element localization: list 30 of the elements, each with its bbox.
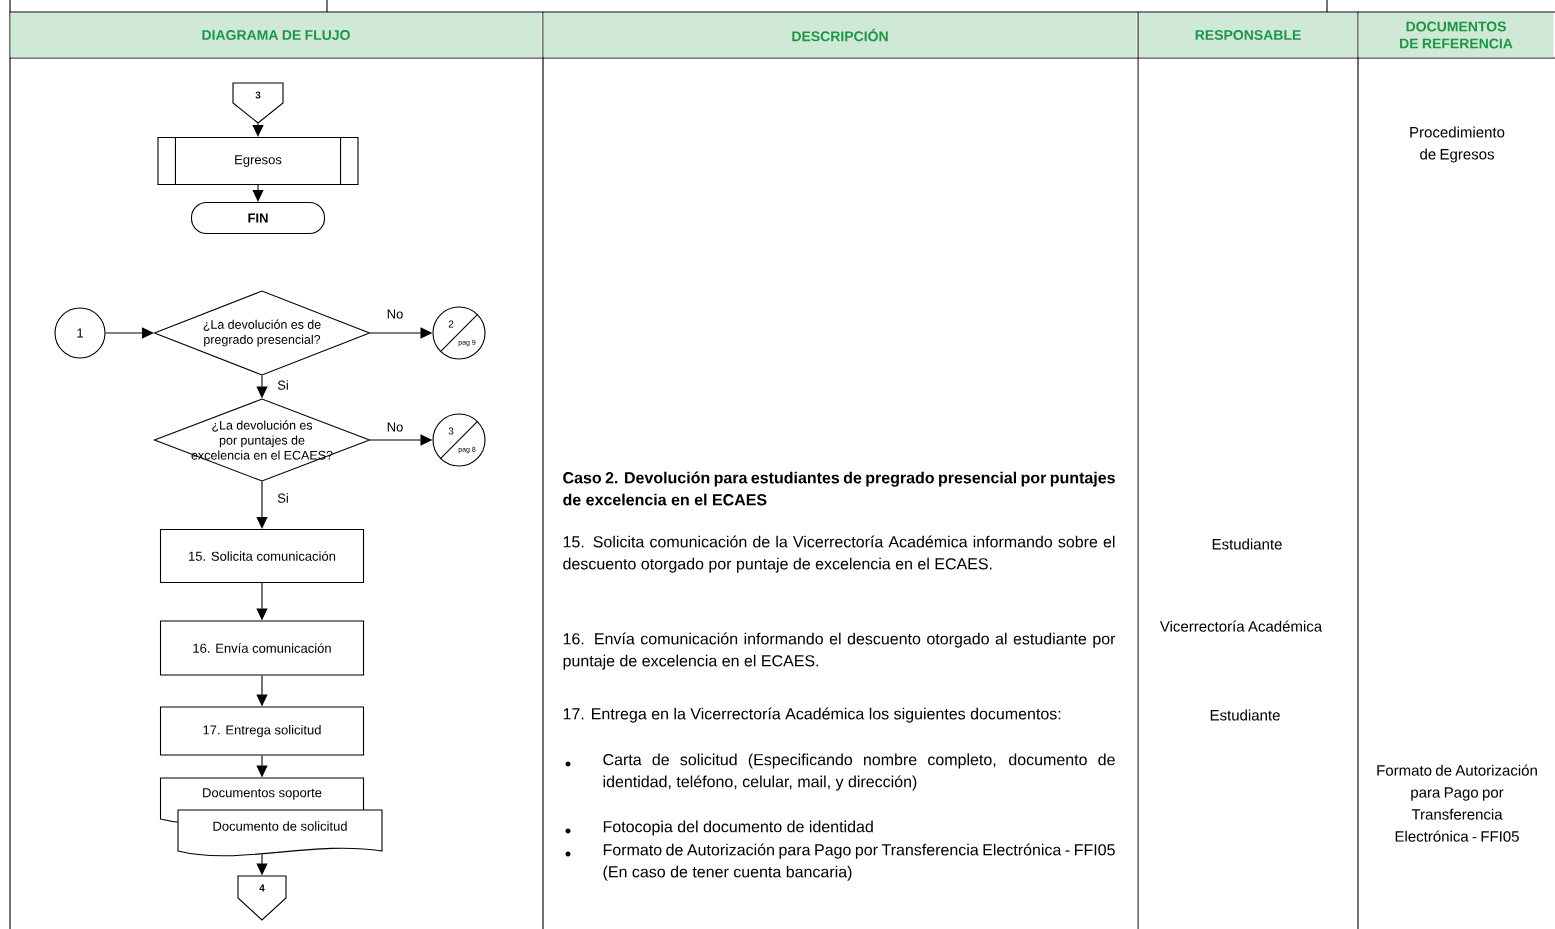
arrow bbox=[252, 184, 264, 202]
cell-text: Estudiante bbox=[1212, 538, 1282, 550]
column-header: DESCRIPCIÓN bbox=[543, 13, 1137, 57]
bullet-text: Fotocopia del documento de identidad bbox=[603, 820, 873, 836]
process-box: 15. Solicita comunicación bbox=[159, 528, 365, 584]
edge-label: No bbox=[387, 309, 403, 319]
edge-label: Si bbox=[277, 493, 288, 503]
off-page-connector: 3 bbox=[232, 82, 284, 124]
edge-label: Si bbox=[277, 380, 288, 390]
description-text: Caso 2. Devolución para estudiantes de pregrado presencial por puntajes de excelencia en el ECAES bbox=[563, 471, 1115, 506]
off-page-connector: 4 bbox=[237, 875, 287, 921]
process-box: 16. Envía comunicación bbox=[159, 620, 365, 676]
cell-text: Procedimiento de Egresos bbox=[1410, 126, 1505, 163]
bullet-text: Carta de solicitud (Especificando nombre completo, documento de identidad, teléfono, celular, mail, y dirección) bbox=[603, 753, 1115, 791]
arrow bbox=[252, 123, 264, 137]
subprocess-box: Egresos bbox=[157, 136, 359, 186]
arrow bbox=[105, 327, 154, 339]
process-box: 17. Entrega solicitud bbox=[159, 706, 365, 756]
description-text: 16. Envía comunicación informando el descuento otorgado al estudiante por puntaje de excelencia en el ECAES. bbox=[563, 632, 1116, 670]
bullet-text: Formato de Autorización para Pago por Transferencia Electrónica - FFI05 (En caso de tener cuenta bancaria) bbox=[603, 843, 1115, 881]
column-header: RESPONSABLE bbox=[1139, 13, 1357, 57]
cell-text: Formato de Autorización para Pago por Transferencia Electrónica - FFI05 bbox=[1377, 764, 1537, 842]
arrow bbox=[256, 481, 268, 529]
cell-text: Vicerrectoría Académica bbox=[1159, 620, 1323, 632]
description-text: 17. Entrega en la Vicerrectoría Académica los siguientes documentos: bbox=[563, 707, 1061, 723]
column-header: DIAGRAMA DE FLUJO bbox=[10, 13, 542, 57]
column-header: DOCUMENTOS DE REFERENCIA bbox=[1358, 13, 1554, 57]
edge-label: No bbox=[387, 422, 403, 432]
cell-text: Estudiante bbox=[1210, 709, 1280, 721]
description-text: 15. Solicita comunicación de la Vicerrectoría Académica informando sobre el descuento otorgado por puntaje de excelencia en el ECAES. bbox=[563, 535, 1115, 573]
